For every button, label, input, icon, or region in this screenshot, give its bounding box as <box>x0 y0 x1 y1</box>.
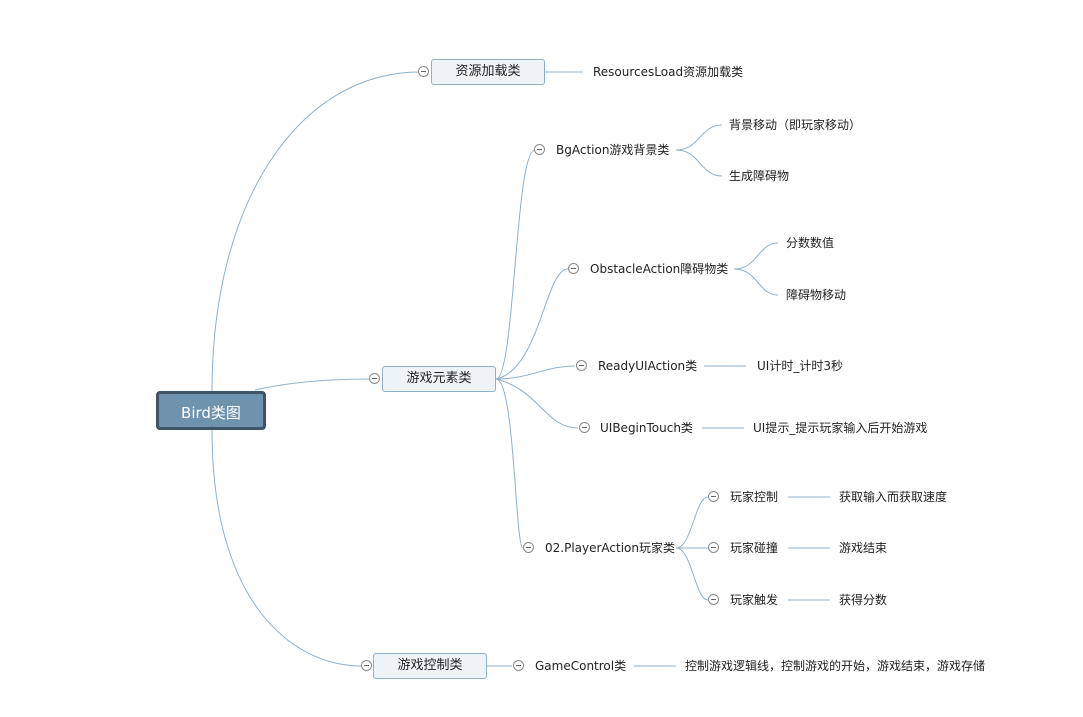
branch-control[interactable]: 游戏控制类 <box>373 653 487 679</box>
link-root-control <box>211 429 363 667</box>
game-control-node[interactable]: GameControl类 <box>535 659 627 673</box>
link-pl-3 <box>675 547 709 601</box>
player-action-node[interactable]: 02.PlayerAction玩家类 <box>545 541 676 555</box>
bg-child-move[interactable]: 背景移动（即玩家移动） <box>729 118 862 132</box>
collapse-toggle-icon[interactable] <box>534 144 545 155</box>
branch-elements[interactable]: 游戏元素类 <box>382 366 496 392</box>
collapse-toggle-icon[interactable] <box>708 542 719 553</box>
link-root-resource <box>211 71 421 392</box>
collapse-toggle-icon[interactable] <box>361 660 372 671</box>
link-el-bg <box>495 149 536 380</box>
collapse-toggle-icon[interactable] <box>418 66 429 77</box>
ready-ui-child[interactable]: UI计时_计时3秒 <box>757 359 843 373</box>
collapse-toggle-icon[interactable] <box>568 263 579 274</box>
link-ob-c2 <box>733 268 779 296</box>
link-bg-c2 <box>675 149 723 177</box>
bg-child-spawn[interactable]: 生成障碍物 <box>729 169 790 183</box>
player-item-control[interactable]: 玩家控制 <box>730 490 779 504</box>
player-item-control-child[interactable]: 获取输入而获取速度 <box>839 490 948 504</box>
collapse-toggle-icon[interactable] <box>708 491 719 502</box>
obstacle-child-move[interactable]: 障碍物移动 <box>786 288 847 302</box>
collapse-toggle-icon[interactable] <box>579 422 590 433</box>
link-root-elements <box>254 378 371 391</box>
ui-begin-touch-node[interactable]: UIBeginTouch类 <box>600 421 693 435</box>
obstacle-child-score[interactable]: 分数数值 <box>786 236 835 250</box>
collapse-toggle-icon[interactable] <box>513 660 524 671</box>
player-item-trigger-child[interactable]: 获得分数 <box>839 593 888 607</box>
player-item-trigger[interactable]: 玩家触发 <box>730 593 779 607</box>
collapse-toggle-icon[interactable] <box>576 360 587 371</box>
link-el-touch <box>495 378 579 429</box>
resource-child[interactable]: ResourcesLoad资源加载类 <box>593 65 744 79</box>
link-el-ready <box>495 365 576 380</box>
link-pl-1 <box>675 496 709 549</box>
collapse-toggle-icon[interactable] <box>708 594 719 605</box>
root-node[interactable]: Bird类图 <box>156 391 266 430</box>
game-control-child[interactable]: 控制游戏逻辑线，控制游戏的开始，游戏结束，游戏存储 <box>685 659 986 673</box>
link-ob-c1 <box>733 242 779 270</box>
player-item-collision[interactable]: 玩家碰撞 <box>730 541 779 555</box>
ui-begin-touch-child[interactable]: UI提示_提示玩家输入后开始游戏 <box>753 421 928 435</box>
obstacle-action-node[interactable]: ObstacleAction障碍物类 <box>590 262 729 276</box>
bg-action-node[interactable]: BgAction游戏背景类 <box>556 143 670 157</box>
collapse-toggle-icon[interactable] <box>369 373 380 384</box>
branch-resource[interactable]: 资源加载类 <box>431 59 545 85</box>
link-bg-c1 <box>675 124 723 151</box>
collapse-toggle-icon[interactable] <box>523 542 534 553</box>
ready-ui-node[interactable]: ReadyUIAction类 <box>598 359 698 373</box>
link-el-player <box>495 378 524 549</box>
link-el-obstacle <box>495 268 569 380</box>
player-item-collision-child[interactable]: 游戏结束 <box>839 541 888 555</box>
